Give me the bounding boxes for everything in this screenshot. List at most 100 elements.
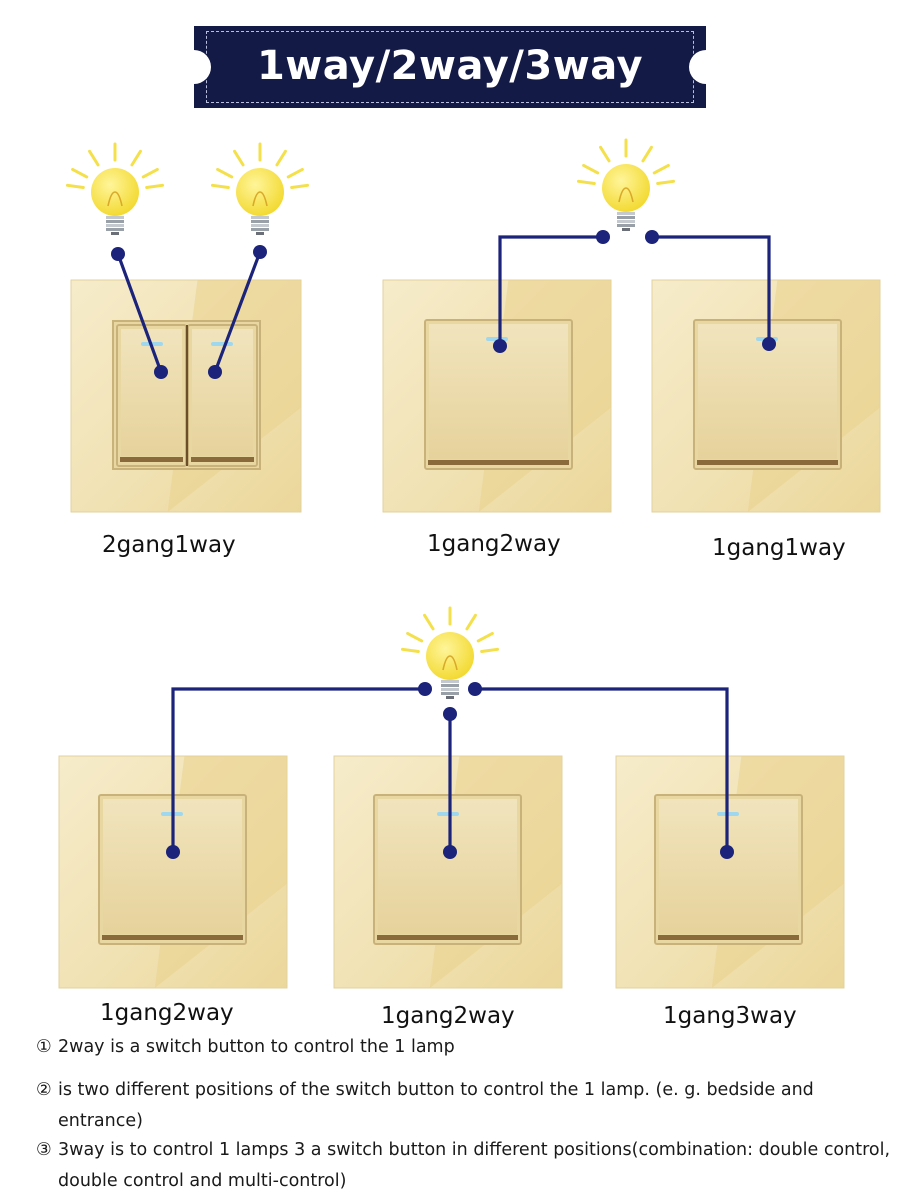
wire-terminal [762,337,776,351]
bulb-tip [256,232,264,235]
note-3-text: 3way is to control 1 lamps 3 a switch bu… [58,1140,891,1160]
light-ray [88,149,100,167]
wiring-diagram [58,138,881,989]
note-3-text-cont: double control and multi-control) [58,1171,347,1191]
light-ray [286,167,304,179]
wire-lamp-to-bottom-left [171,687,425,852]
note-2: ② is two different positions of the switc… [36,1075,896,1137]
note-2-text-cont: entrance) [58,1111,143,1131]
rocker-bottom-edge [102,935,243,940]
bulb-base-thread [441,684,459,687]
light-ray [576,179,596,186]
rocker-bottom-edge [658,935,799,940]
title-banner: 1way/2way/3way [177,26,723,108]
bulb-base-thread [617,220,635,223]
light-ray [656,179,676,186]
banner-notch-right [689,50,723,84]
rocker-right [187,324,258,467]
caption-2gang1way: 2gang1way [102,532,236,558]
light-ray [65,183,85,190]
page-title: 1way/2way/3way [256,43,644,89]
light-ray [216,167,234,179]
light-ray [275,149,287,167]
switch-1gang2way-middle [333,755,563,989]
caption-1gang2way-left: 1gang2way [100,1000,234,1026]
wire-terminal [720,845,734,859]
note-1-text: 2way is a switch button to control the 1… [58,1037,455,1057]
note-3-marker: ③ [36,1140,52,1160]
light-ray [71,167,89,179]
wire-lamp-to-bottom-right [475,687,729,852]
switch-1gang1way [651,279,881,513]
wire-terminal [443,707,457,721]
light-ray [476,631,494,643]
bulb-base-thread [617,212,635,215]
note-1-marker: ① [36,1037,52,1057]
right-rocker-terminal [208,365,222,379]
bulb-tip [111,232,119,235]
light-ray [400,647,420,654]
note-2-text: is two different positions of the switch… [58,1080,814,1100]
switch-2gang1way [70,279,302,513]
note-2-marker: ② [36,1080,52,1100]
light-ray [652,163,670,175]
rocker-bottom-edge [191,457,254,462]
bulb-base-thread [106,216,124,219]
light-ray [465,613,477,631]
rocker [373,794,522,945]
bulb-filament [442,655,458,671]
bulb-base-thread [251,216,269,219]
light-bulb-icon [576,138,676,231]
banner-notch-left [177,50,211,84]
light-ray [145,183,165,190]
rocker-left [116,324,187,467]
bulb-tip [622,228,630,231]
light-ray [406,631,424,643]
light-bulb-icon [400,606,500,699]
bulb-filament [252,191,268,207]
switch-1gang3way [615,755,845,989]
lamp2-terminal [253,245,267,259]
light-bulb-icon [210,142,310,235]
wire-lamp1-to-left-rocker [116,253,163,373]
bulb-base-thread [617,224,635,227]
lamp1-terminal [111,247,125,261]
note-3: ③ 3way is to control 1 lamps 3 a switch b… [36,1135,896,1197]
rocker [98,794,247,945]
rocker-bottom-edge [697,460,838,465]
switch-1gang2way-top [382,279,612,513]
light-ray [141,167,159,179]
indicator-light [211,342,233,346]
wire-terminal [596,230,610,244]
wire-lamp-to-1way [652,235,771,344]
rocker-face [378,799,517,934]
bulb-filament [107,191,123,207]
light-ray [480,647,500,654]
caption-1gang1way: 1gang1way [712,535,846,561]
bulb-base-thread [106,224,124,227]
light-ray [130,149,142,167]
light-ray [641,145,653,163]
wire-terminal [418,682,432,696]
wire-lamp-to-2way-top [498,235,603,346]
wire-lamp2-to-right-rocker [213,251,262,373]
wire-terminal [166,845,180,859]
indicator-light [437,812,459,816]
bulb-base-thread [617,216,635,219]
caption-1gang3way: 1gang3way [663,1003,797,1029]
light-ray [210,183,230,190]
caption-1gang2way-middle: 1gang2way [381,1003,515,1029]
bulb-base-thread [441,688,459,691]
bulb-base-thread [251,224,269,227]
light-ray [290,183,310,190]
bulb-base-thread [106,228,124,231]
bulb-base-thread [251,220,269,223]
bulb-base-thread [441,692,459,695]
wire-terminal [493,339,507,353]
rocker-bottom-edge [120,457,183,462]
bulb-base-thread [106,220,124,223]
bulb-base-thread [251,228,269,231]
rocker-bottom-edge [428,460,569,465]
note-1: ① 2way is a switch button to control the … [36,1032,896,1063]
light-ray [233,149,245,167]
